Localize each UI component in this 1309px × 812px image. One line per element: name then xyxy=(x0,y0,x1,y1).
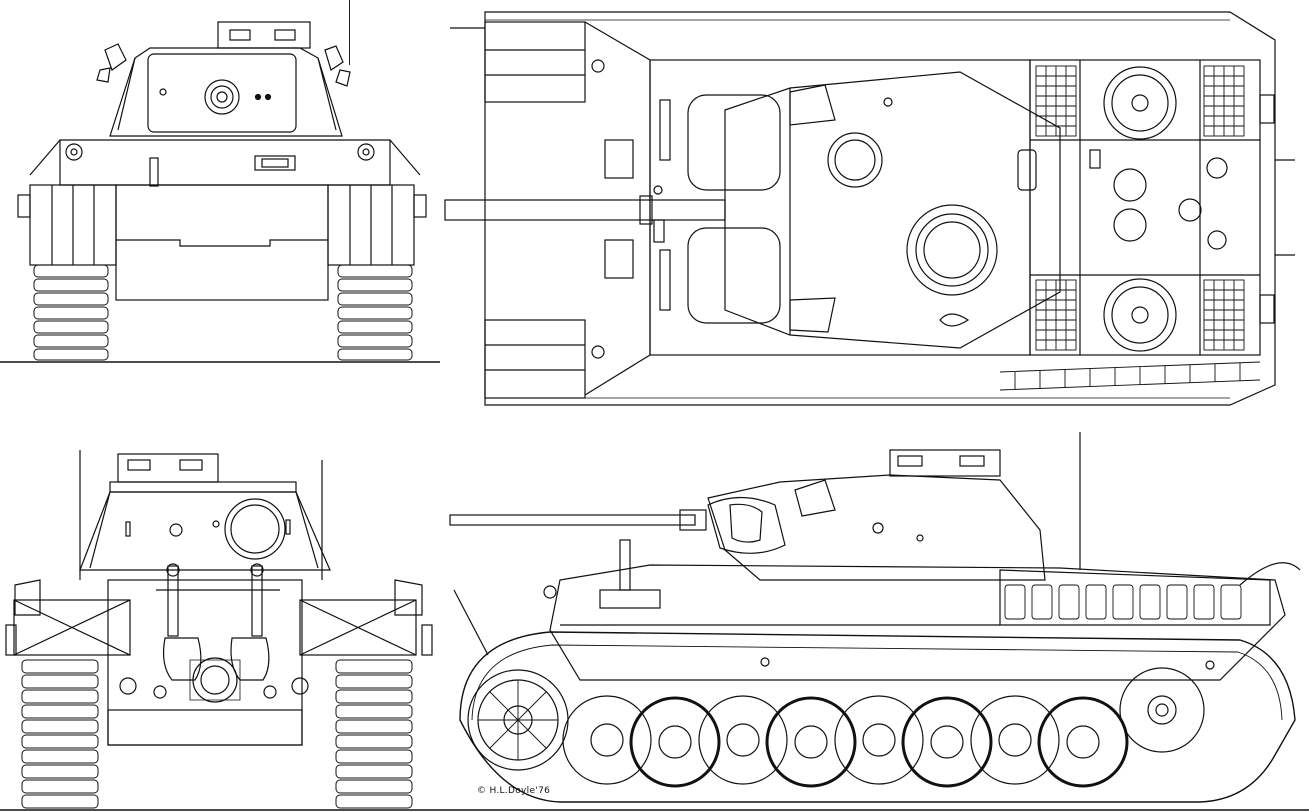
front-view-drawing xyxy=(0,0,440,370)
side-view-drawing xyxy=(440,420,1309,812)
artist-signature: © H.L.Doyle'76 xyxy=(477,786,551,796)
rear-view-drawing xyxy=(0,440,440,812)
frame-divider-line xyxy=(349,0,350,65)
top-view-drawing xyxy=(440,0,1309,420)
